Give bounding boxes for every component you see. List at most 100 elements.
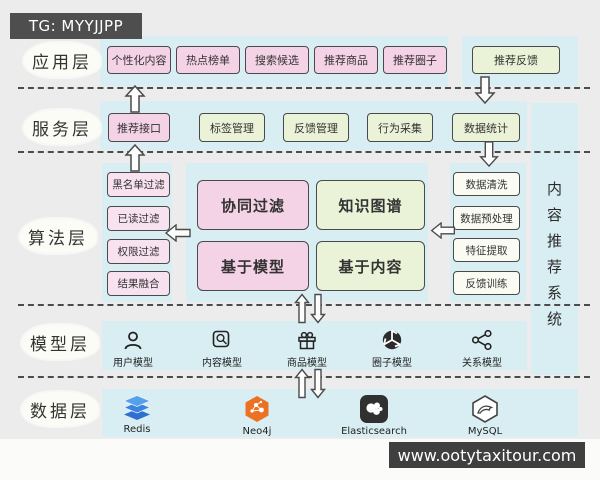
model-item-user: 用户模型: [93, 329, 173, 369]
app-box-hot-list: 热点榜单: [176, 46, 240, 74]
app-box-recommended-goods: 推荐商品: [314, 46, 378, 74]
algo-proc-label: 数据清洗: [465, 178, 508, 191]
algo-proc-label: 数据预处理: [460, 212, 513, 225]
data-item-elasticsearch: Elasticsearch: [334, 395, 414, 437]
data-item-label: Elasticsearch: [341, 426, 407, 437]
app-box-label: 推荐反馈: [494, 54, 538, 67]
layer-label-algorithm: 算法层: [20, 219, 96, 253]
system-title-band: [531, 103, 578, 375]
algo-filter-label: 结果融合: [117, 278, 160, 290]
title-char: 推: [546, 234, 562, 250]
user-icon: [124, 331, 142, 350]
arrow-left-processing-to-core: [430, 222, 455, 239]
model-item-label: 商品模型: [287, 358, 327, 369]
separator-app-service: [18, 87, 590, 89]
title-char: 内: [546, 182, 562, 198]
model-item-content: 内容模型: [182, 329, 262, 369]
title-char: 统: [546, 312, 562, 328]
service-box-behavior-collection: 行为采集: [367, 113, 433, 142]
arrow-left-core-to-filters: [164, 224, 191, 242]
algo-core-label: 协同过滤: [220, 196, 285, 215]
arrow-down-app-to-service: [474, 76, 496, 104]
service-box-feedback-management: 反馈管理: [283, 113, 349, 142]
app-box-label: 个性化内容: [111, 54, 167, 67]
algo-core-knowledge-graph: 知识图谱: [316, 180, 425, 230]
app-box-recommend-feedback: 推荐反馈: [472, 46, 560, 74]
algo-proc-data-preprocessing: 数据预处理: [453, 206, 520, 230]
arrow-up-service-to-app: [124, 85, 146, 113]
app-box-personalized-content: 个性化内容: [107, 46, 171, 74]
model-layer-panel: [102, 321, 527, 370]
data-item-label: MySQL: [467, 426, 503, 437]
watermark-bar: www.ootytaxitour.com: [389, 442, 585, 468]
aperture-icon: [382, 330, 402, 350]
app-box-label: 推荐商品: [324, 54, 368, 67]
algo-core-model-based: 基于模型: [197, 241, 309, 291]
title-char: 容: [546, 208, 562, 224]
algo-filter-label: 权限过滤: [117, 246, 160, 258]
service-box-recommend-api: 推荐接口: [108, 113, 170, 142]
app-box-label: 热点榜单: [186, 54, 230, 67]
algo-proc-feedback-training: 反馈训练: [453, 271, 520, 295]
elasticsearch-icon: [360, 395, 388, 423]
algo-proc-data-cleaning: 数据清洗: [453, 172, 520, 196]
app-box-search-candidates: 搜索候选: [245, 46, 309, 74]
layer-label-model: 模型层: [22, 325, 98, 359]
algo-proc-label: 反馈训练: [465, 277, 508, 290]
model-item-label: 用户模型: [113, 358, 153, 369]
model-item-relation: 关系模型: [442, 329, 522, 369]
mysql-icon: [472, 395, 498, 423]
system-title-vertical: 内 容 推 荐 系 统: [531, 178, 578, 329]
algo-filter-read: 已读过滤: [107, 206, 170, 231]
arrow-down-service-to-algo: [479, 141, 499, 167]
data-item-neo4j: Neo4j: [217, 395, 297, 437]
layer-label-application: 应用层: [24, 43, 100, 77]
data-label-text: 数据层: [30, 401, 90, 421]
service-box-label: 数据统计: [464, 121, 508, 135]
title-char: 荐: [546, 260, 562, 276]
algo-filter-label: 已读过滤: [117, 213, 160, 225]
gift-icon: [298, 331, 316, 350]
model-item-label: 内容模型: [202, 358, 242, 369]
share-icon: [471, 329, 492, 351]
algo-core-label: 基于内容: [338, 257, 403, 276]
separator-service-algorithm: [18, 151, 590, 153]
data-layer-panel: [102, 389, 578, 437]
redis-icon: [123, 395, 151, 420]
model-item-label: 圈子模型: [372, 358, 412, 369]
title-char: 系: [546, 286, 562, 302]
tg-badge: TG: MYYJJPP: [10, 13, 142, 39]
layer-label-service: 服务层: [24, 110, 100, 144]
model-label-text: 模型层: [30, 334, 90, 354]
arrow-bidirectional-model-data: [294, 368, 326, 399]
arrow-up-algo-to-service: [124, 144, 146, 172]
app-box-label: 搜索候选: [255, 54, 299, 67]
app-box-recommended-circles: 推荐圈子: [383, 46, 447, 74]
model-item-goods: 商品模型: [267, 329, 347, 369]
application-label-text: 应用层: [32, 52, 92, 72]
data-item-label: Redis: [123, 424, 151, 435]
model-item-circle: 圈子模型: [352, 329, 432, 369]
service-box-label: 推荐接口: [117, 121, 161, 135]
algo-core-collaborative-filtering: 协同过滤: [197, 180, 309, 230]
algorithm-label-text: 算法层: [28, 228, 88, 248]
algo-filter-blacklist: 黑名单过滤: [107, 172, 170, 197]
layer-label-data: 数据层: [22, 392, 98, 426]
service-box-data-statistics: 数据统计: [452, 113, 520, 142]
algo-filter-permission: 权限过滤: [107, 239, 170, 264]
data-item-label: Neo4j: [242, 426, 272, 437]
app-box-label: 推荐圈子: [393, 54, 437, 67]
algo-proc-label: 特征提取: [465, 244, 508, 257]
algo-core-content-based: 基于内容: [316, 241, 425, 291]
data-item-redis: Redis: [97, 395, 177, 435]
watermark-text: www.ootytaxitour.com: [397, 445, 577, 465]
service-box-label: 反馈管理: [294, 121, 338, 135]
arrow-bidirectional-algo-model: [294, 293, 326, 324]
service-box-label: 行为采集: [378, 121, 422, 135]
tg-badge-text: TG: MYYJJPP: [28, 17, 124, 35]
data-item-mysql: MySQL: [445, 395, 525, 437]
service-box-label: 标签管理: [210, 121, 254, 135]
service-box-tag-management: 标签管理: [199, 113, 265, 142]
algo-core-label: 基于模型: [220, 257, 285, 276]
